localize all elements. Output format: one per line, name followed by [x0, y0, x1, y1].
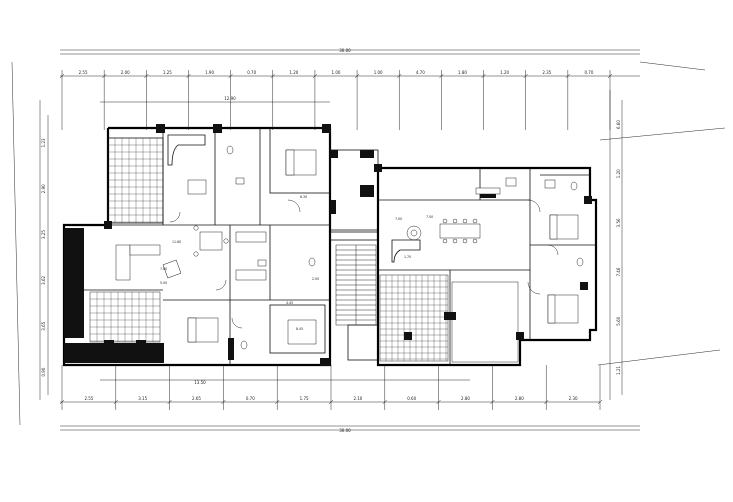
dimension-value: 2.35 [542, 70, 551, 75]
dimension-value: 2.80 [515, 396, 524, 401]
top-dimension-chain: 2.55 2.00 1.25 1.90 0.70 1.20 1.00 1.00 4.70 1.80… [79, 70, 594, 75]
dimension-value: 3.15 [138, 396, 147, 401]
right-apartment [374, 164, 598, 367]
dimension-value: 1.25 [163, 70, 172, 75]
table-icon [187, 179, 207, 195]
left-apartment [62, 124, 332, 367]
right-furniture [391, 177, 584, 324]
dimension-value: 3.65 [41, 321, 46, 330]
dimension-value: 1.75 [300, 396, 309, 401]
bottom-dimension-chain: 2.55 3.15 2.65 0.70 1.75 2.10 0.60 2.80 2.80 2.30 [84, 396, 578, 401]
dimension-lines [39, 53, 640, 427]
room-area-label: 11.60 [172, 240, 181, 244]
dimension-value: 2.30 [569, 396, 578, 401]
door-swing-icon [287, 199, 301, 213]
dimension-value: 1.20 [616, 169, 621, 178]
dimension-value: 2.55 [79, 70, 88, 75]
room-area-label: 5.00 [160, 281, 167, 285]
dimension-value: 3.62 [41, 276, 46, 285]
room-area-label: 7.60 [160, 267, 167, 271]
dimension-value: 2.90 [41, 184, 46, 193]
dimension-value: 1.00 [374, 70, 383, 75]
dimension-value: 1.21 [616, 366, 621, 375]
dimension-value: 0.70 [584, 70, 593, 75]
toilet-icon [226, 145, 234, 155]
curved-counter [167, 134, 206, 166]
room-area-label: 7.50 [426, 215, 433, 219]
left-furniture [115, 134, 317, 350]
dimension-value: 0.60 [407, 396, 416, 401]
dimension-value: 1.80 [458, 70, 467, 75]
dimension-value: 6.60 [616, 120, 621, 129]
room-area-label: 7.00 [395, 217, 402, 221]
dimension-value: 0.70 [246, 396, 255, 401]
dimension-value: 2.80 [461, 396, 470, 401]
room-area-label: 2.00 [312, 277, 319, 281]
room-area-label: 4.45 [286, 301, 293, 305]
overall-bottom-dimension: 30.00 [339, 428, 351, 433]
dimension-value: 7.46 [616, 267, 621, 276]
total-mid-dimension: 12.90 [224, 96, 236, 101]
dimension-value: 3.25 [41, 230, 46, 239]
balcony-wall-left [64, 228, 84, 338]
dimension-value: 5.60 [616, 316, 621, 325]
room-area-label: 1.70 [404, 255, 411, 259]
dimension-value: 0.70 [247, 70, 256, 75]
left-dimension-chain: 1.23 2.90 3.25 3.62 3.65 0.90 [41, 138, 46, 377]
dimension-value: 1.20 [289, 70, 298, 75]
sink-icon [235, 177, 245, 185]
dimension-value: 4.70 [416, 70, 425, 75]
dimension-value: 2.55 [84, 396, 93, 401]
core-stair [329, 149, 379, 361]
right-dimension-chain: 6.60 1.20 3.56 7.46 5.60 1.21 [616, 120, 621, 375]
dimension-value: 1.00 [332, 70, 341, 75]
dimension-value: 3.56 [616, 218, 621, 227]
overall-top-dimension: 30.00 [339, 48, 351, 53]
dimension-value: 1.90 [205, 70, 214, 75]
dimension-value: 2.65 [192, 396, 201, 401]
dimension-value: 1.20 [500, 70, 509, 75]
dimension-ticks [59, 70, 613, 410]
room-area-label: 8.45 [296, 327, 303, 331]
sofa-icon [115, 244, 131, 281]
room-area-labels: 7.60 8.30 7.00 8.45 11.60 5.00 4.45 2.00… [160, 195, 433, 331]
room-area-label: 8.30 [300, 195, 307, 199]
site-boundary [11, 49, 726, 431]
dimension-value: 0.90 [41, 367, 46, 376]
dimension-value: 2.00 [121, 70, 130, 75]
dimension-value: 1.23 [41, 138, 46, 147]
dimension-value: 2.10 [353, 396, 362, 401]
bottom-total-dimension: 13.50 [194, 380, 206, 385]
